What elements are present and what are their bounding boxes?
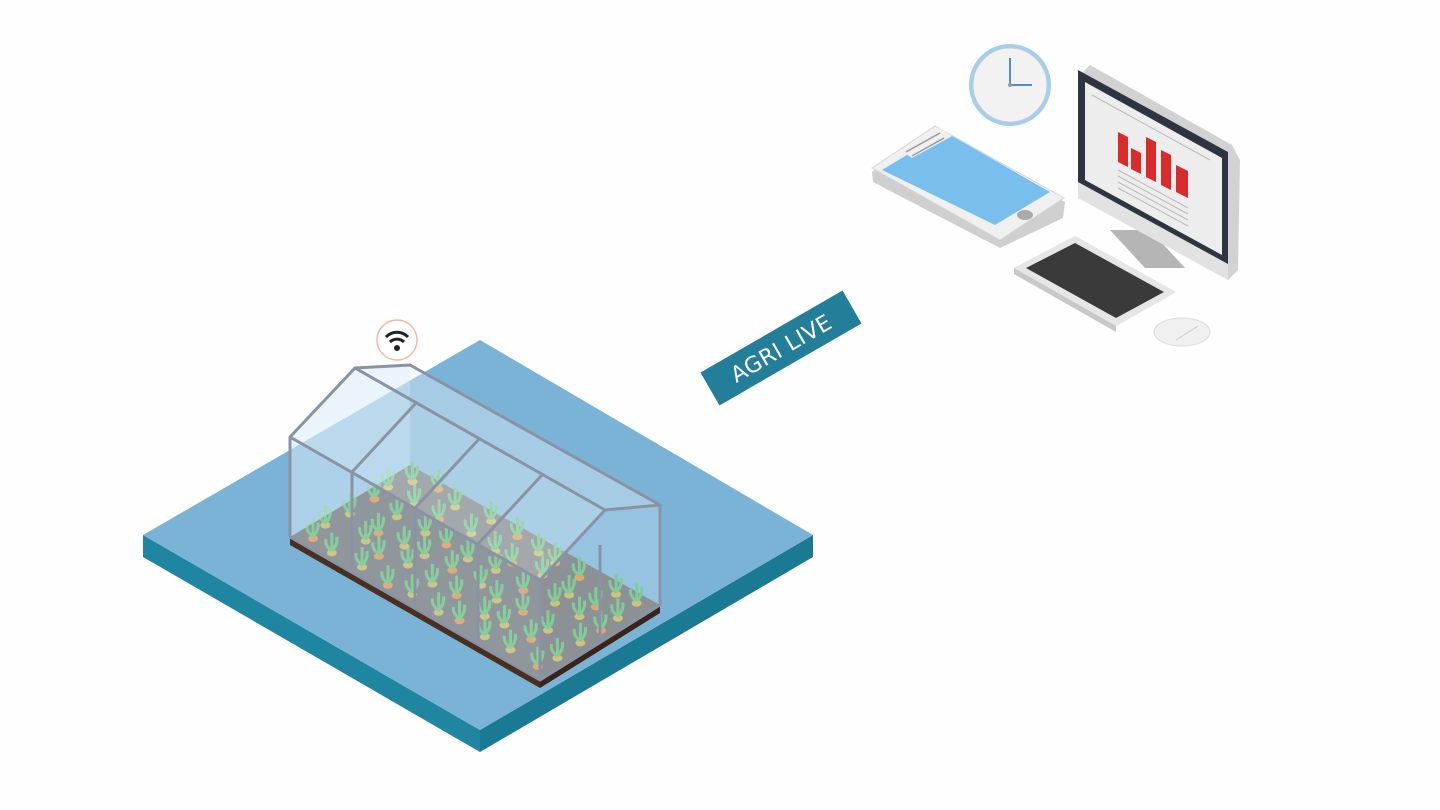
plant [571, 596, 587, 621]
plant [380, 565, 395, 589]
plant [430, 592, 446, 616]
plant [317, 505, 333, 529]
plant [431, 499, 446, 524]
plant [515, 570, 530, 595]
keyboard-icon [1014, 236, 1176, 332]
plant [572, 622, 588, 647]
plant [424, 564, 439, 588]
plant [489, 580, 504, 604]
clock-icon [969, 44, 1051, 126]
plant [523, 619, 538, 643]
plant [451, 600, 467, 625]
plant [366, 478, 382, 503]
plant [447, 487, 462, 511]
agri-live-banner: AGRI LIVE [700, 290, 862, 406]
plant [504, 543, 519, 567]
plant [358, 521, 373, 545]
plant [449, 575, 464, 600]
plant [487, 531, 502, 555]
plant [496, 604, 512, 629]
monitor-chart [1118, 132, 1188, 198]
monitor-icon [1078, 65, 1240, 280]
plant [530, 532, 546, 557]
plant [354, 547, 369, 571]
plant [463, 513, 478, 538]
plant [549, 638, 565, 662]
plant [305, 518, 320, 543]
plant [610, 598, 625, 622]
plant [608, 574, 623, 598]
plant [416, 535, 432, 560]
wifi-icon [376, 319, 418, 361]
plant [502, 629, 518, 654]
greenhouse-icon [288, 363, 662, 688]
mouse-icon [1153, 317, 1211, 347]
plant [547, 583, 562, 607]
plant [561, 575, 576, 599]
plant [380, 467, 395, 491]
plant [396, 526, 411, 550]
plant [483, 501, 498, 525]
plant [370, 512, 386, 537]
plant [540, 610, 555, 634]
plant [324, 532, 339, 557]
plant [629, 583, 644, 607]
plant [404, 461, 420, 486]
plant [444, 550, 459, 574]
tablet-icon [871, 125, 1065, 248]
plant [371, 536, 386, 560]
plant [571, 557, 587, 582]
plant [460, 538, 475, 563]
plant [509, 516, 525, 541]
